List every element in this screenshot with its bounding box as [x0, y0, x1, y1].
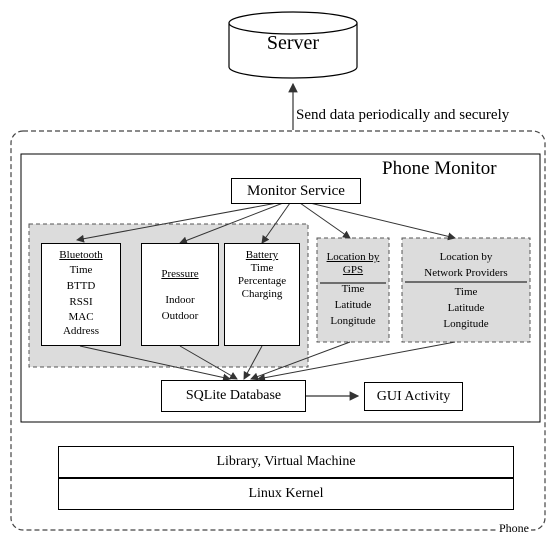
- network-field: Latitude: [447, 302, 485, 314]
- pressure-field: Indoor: [165, 294, 195, 306]
- network-location-group: Location by Network Providers Time Latit…: [402, 251, 530, 331]
- gps-title-line1: Location by: [326, 251, 380, 263]
- server-label: Server: [266, 32, 320, 54]
- network-group-bg: [401, 237, 531, 343]
- phone-label: Phone: [497, 521, 531, 536]
- gps-location-group: Location by GPS Time Latitude Longitude: [317, 251, 389, 328]
- gps-field: Time: [341, 283, 365, 295]
- battery-box: Battery Time Percentage Charging: [224, 243, 300, 346]
- gps-group-bg: [316, 237, 390, 343]
- battery-field: Percentage: [237, 275, 287, 287]
- phone-container: [10, 130, 546, 531]
- battery-field: Time: [250, 262, 274, 274]
- network-field: Time: [454, 286, 478, 298]
- battery-title: Battery: [245, 249, 279, 261]
- bluetooth-field: RSSI: [69, 296, 93, 308]
- network-title-line1: Location by: [439, 251, 493, 263]
- network-title-line2: Network Providers: [424, 267, 508, 279]
- bluetooth-field: Time: [69, 264, 93, 276]
- server-cylinder-icon: [228, 11, 358, 79]
- sqlite-database-box: SQLite Database: [161, 380, 306, 412]
- bluetooth-title: Bluetooth: [59, 249, 103, 261]
- pressure-title: Pressure: [161, 268, 199, 280]
- library-vm-box: Library, Virtual Machine: [58, 446, 514, 478]
- linux-kernel-box: Linux Kernel: [58, 478, 514, 510]
- bluetooth-box: Bluetooth Time BTTD RSSI MAC Address: [41, 243, 121, 346]
- battery-field: Charging: [241, 288, 283, 300]
- gps-title-line2: GPS: [342, 264, 364, 276]
- gui-activity-box: GUI Activity: [364, 382, 463, 411]
- monitor-title: Phone Monitor: [382, 158, 497, 179]
- gps-field: Latitude: [334, 299, 372, 311]
- pressure-field: Outdoor: [161, 310, 199, 322]
- bluetooth-field: Address: [62, 325, 100, 337]
- pressure-box: Pressure Indoor Outdoor: [141, 243, 219, 346]
- bluetooth-field: BTTD: [66, 280, 96, 292]
- gps-field: Longitude: [330, 315, 376, 327]
- network-field: Longitude: [443, 318, 489, 330]
- bluetooth-field: MAC: [68, 311, 94, 323]
- uplink-label: Send data periodically and securely: [296, 107, 510, 123]
- monitor-service-box: Monitor Service: [231, 178, 361, 204]
